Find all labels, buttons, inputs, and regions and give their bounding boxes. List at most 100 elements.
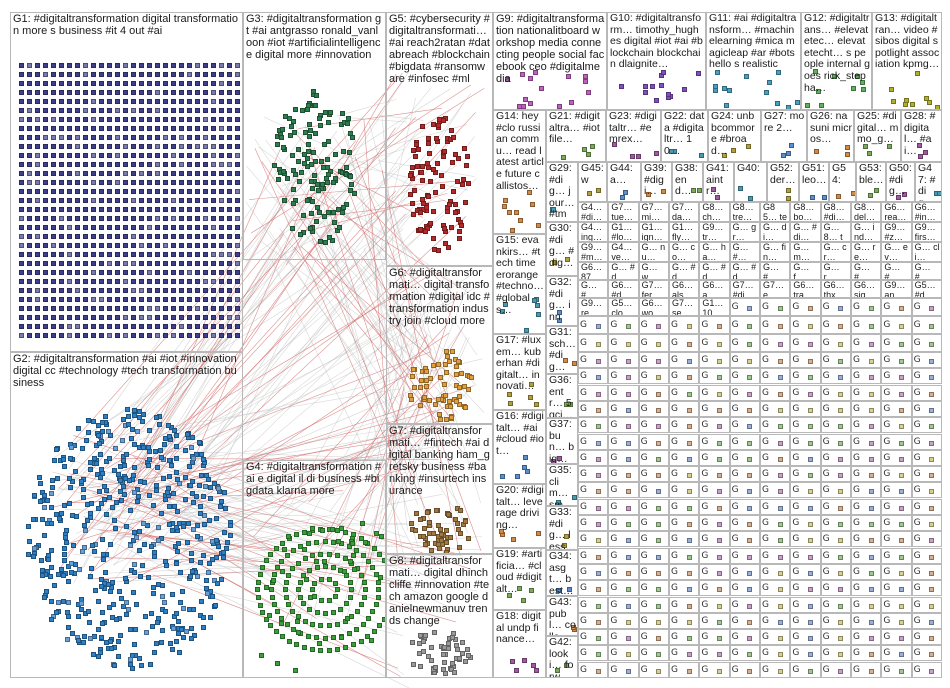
node[interactable]: [428, 644, 434, 650]
node[interactable]: [206, 477, 212, 483]
node[interactable]: [235, 234, 240, 239]
node[interactable]: [310, 621, 316, 627]
node[interactable]: [155, 252, 160, 257]
node[interactable]: [171, 243, 176, 248]
node[interactable]: [131, 117, 136, 122]
node[interactable]: [318, 238, 323, 244]
node[interactable]: [132, 641, 138, 647]
node[interactable]: [155, 108, 160, 113]
node[interactable]: [147, 153, 152, 158]
node[interactable]: [281, 547, 287, 553]
node[interactable]: [257, 572, 263, 578]
node[interactable]: [91, 171, 96, 176]
node[interactable]: [83, 270, 88, 275]
node[interactable]: [35, 324, 40, 329]
node[interactable]: [123, 144, 128, 149]
node[interactable]: [838, 570, 844, 576]
node[interactable]: [51, 189, 56, 194]
node[interactable]: [179, 261, 184, 266]
node[interactable]: [171, 297, 176, 302]
node[interactable]: [227, 297, 232, 302]
node[interactable]: [79, 548, 85, 554]
node[interactable]: [271, 578, 277, 584]
node[interactable]: [595, 668, 601, 674]
node[interactable]: [123, 576, 129, 582]
node[interactable]: [434, 508, 440, 514]
node[interactable]: [112, 526, 118, 532]
node[interactable]: [717, 554, 722, 560]
node[interactable]: [862, 143, 868, 149]
node[interactable]: [155, 279, 160, 284]
node[interactable]: [67, 90, 72, 95]
node[interactable]: [91, 333, 96, 338]
node[interactable]: [868, 554, 874, 560]
node[interactable]: [656, 424, 662, 430]
node[interactable]: [456, 544, 462, 550]
node[interactable]: [443, 528, 449, 534]
node[interactable]: [115, 270, 120, 275]
node[interactable]: [936, 191, 941, 197]
node[interactable]: [91, 90, 96, 95]
node[interactable]: [595, 391, 601, 397]
node[interactable]: [221, 529, 227, 535]
node[interactable]: [348, 587, 354, 593]
node[interactable]: [317, 122, 323, 128]
node[interactable]: [929, 668, 935, 674]
node[interactable]: [808, 538, 813, 544]
node[interactable]: [423, 228, 429, 234]
node[interactable]: [152, 649, 158, 655]
node[interactable]: [420, 200, 426, 206]
node[interactable]: [139, 418, 145, 424]
node[interactable]: [219, 234, 224, 239]
node[interactable]: [271, 602, 277, 608]
node[interactable]: [50, 477, 56, 483]
node[interactable]: [139, 243, 144, 248]
node[interactable]: [78, 607, 84, 613]
node[interactable]: [686, 359, 692, 364]
node[interactable]: [207, 615, 213, 621]
node[interactable]: [347, 580, 353, 586]
node[interactable]: [107, 144, 112, 149]
node[interactable]: [283, 594, 289, 600]
node[interactable]: [626, 554, 631, 560]
node[interactable]: [139, 252, 144, 257]
node[interactable]: [777, 391, 783, 397]
node[interactable]: [91, 63, 96, 68]
node[interactable]: [131, 464, 137, 470]
node[interactable]: [868, 538, 874, 544]
node[interactable]: [120, 437, 126, 443]
node[interactable]: [130, 538, 136, 544]
node[interactable]: [59, 207, 64, 212]
node[interactable]: [115, 99, 120, 104]
node[interactable]: [208, 484, 214, 490]
node[interactable]: [203, 108, 208, 113]
node[interactable]: [354, 548, 360, 554]
node[interactable]: [147, 279, 152, 284]
node[interactable]: [370, 609, 376, 615]
node[interactable]: [302, 556, 308, 562]
node[interactable]: [140, 520, 146, 526]
node[interactable]: [775, 101, 781, 107]
node[interactable]: [533, 70, 539, 76]
node[interactable]: [44, 521, 50, 527]
node[interactable]: [167, 503, 173, 509]
node[interactable]: [338, 634, 344, 640]
node[interactable]: [219, 498, 225, 504]
node[interactable]: [69, 569, 75, 575]
node[interactable]: [686, 324, 692, 329]
node[interactable]: [91, 225, 96, 230]
node[interactable]: [595, 324, 601, 329]
node[interactable]: [99, 333, 104, 338]
node[interactable]: [185, 540, 191, 546]
node[interactable]: [327, 110, 333, 116]
node[interactable]: [51, 180, 56, 185]
node[interactable]: [660, 188, 666, 194]
node[interactable]: [99, 225, 104, 230]
node[interactable]: [321, 165, 327, 171]
node[interactable]: [595, 473, 601, 479]
node[interactable]: [115, 261, 120, 266]
node[interactable]: [294, 532, 300, 538]
node[interactable]: [711, 187, 717, 193]
node[interactable]: [67, 279, 72, 284]
node[interactable]: [139, 90, 144, 95]
